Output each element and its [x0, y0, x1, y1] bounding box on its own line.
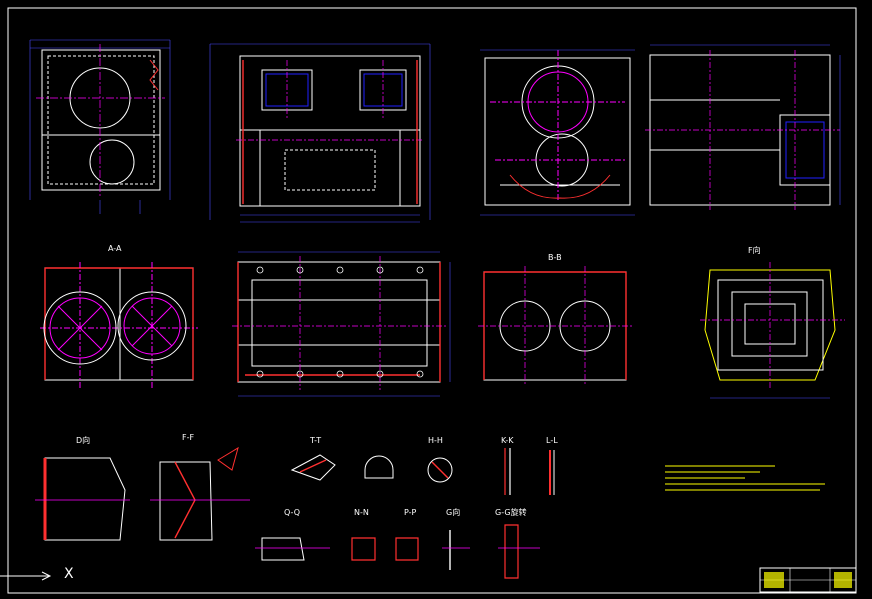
- view-top-right: [645, 44, 841, 210]
- section-ll: [549, 450, 555, 495]
- label-section-aa: A-A: [108, 244, 122, 253]
- label-view-f: F向: [748, 246, 761, 255]
- label-section-hh: H-H: [428, 436, 443, 445]
- title-block: [759, 567, 857, 593]
- section-tt: [290, 454, 336, 481]
- section-d: [35, 457, 130, 541]
- section-bb: [478, 266, 632, 386]
- section-g: [442, 530, 470, 570]
- section-qq: [255, 537, 330, 561]
- view-middle-center: [232, 251, 451, 397]
- section-pp: [395, 537, 419, 561]
- label-section-nn: N-N: [354, 508, 369, 517]
- label-section-bb: B-B: [548, 253, 562, 262]
- ucs-icon: [0, 571, 52, 581]
- label-section-gg-rotated: G-G旋转: [495, 508, 527, 517]
- sheet-border: [7, 7, 857, 594]
- section-gg-rotated: [498, 524, 540, 579]
- view-top-center: [209, 43, 431, 223]
- section-hh: [364, 455, 453, 483]
- label-section-pp: P-P: [404, 508, 417, 517]
- label-view-g: G向: [446, 508, 461, 517]
- ucs-x-axis-label: X: [64, 566, 74, 582]
- label-section-tt: T-T: [310, 436, 322, 445]
- label-section-qq: Q-Q: [284, 508, 300, 517]
- view-top-left: [29, 39, 171, 214]
- technical-notes: [665, 465, 825, 491]
- section-kk: [504, 448, 511, 495]
- section-ff: [150, 446, 250, 541]
- view-f-direction: [700, 262, 845, 399]
- label-section-ff: F-F: [182, 433, 195, 442]
- section-nn: [351, 537, 376, 561]
- label-view-d: D向: [76, 436, 91, 445]
- view-top-bearing-bores: [480, 49, 635, 216]
- label-section-ll: L-L: [546, 436, 558, 445]
- label-section-kk: K-K: [501, 436, 514, 445]
- section-aa: [40, 262, 198, 390]
